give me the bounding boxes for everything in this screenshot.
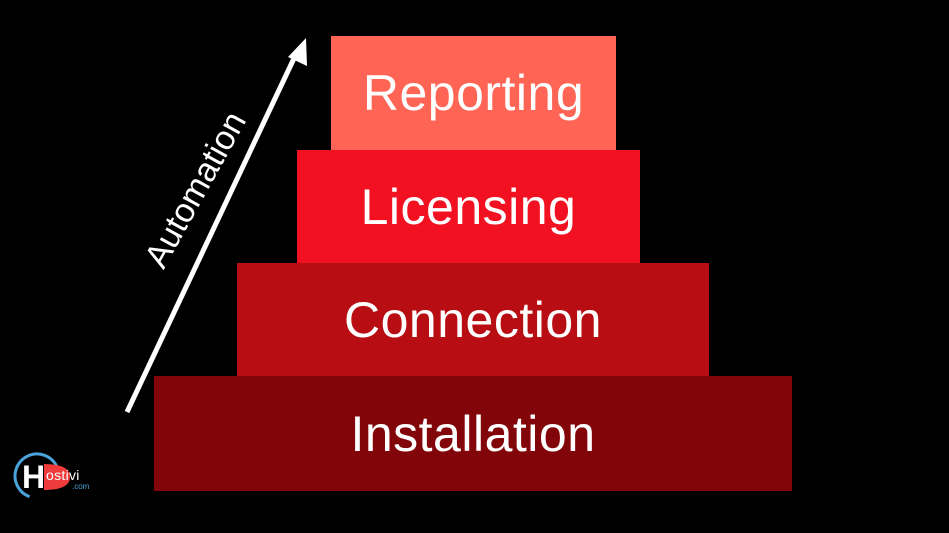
- pyramid-tier-reporting: Reporting: [331, 36, 616, 150]
- logo-wordmark: ostivi: [46, 467, 80, 483]
- automation-label: Automation: [137, 105, 254, 275]
- logo-domain: .com: [72, 482, 90, 491]
- pyramid-tier-installation: Installation: [154, 376, 792, 491]
- automation-arrow-head: [288, 38, 307, 66]
- hostivi-logo: H: [13, 452, 70, 500]
- pyramid-tier-connection: Connection: [237, 263, 709, 377]
- logo-accent-shape: [44, 464, 70, 490]
- logo-letter-h: H: [22, 459, 45, 495]
- pyramid-tier-licensing: Licensing: [297, 150, 640, 264]
